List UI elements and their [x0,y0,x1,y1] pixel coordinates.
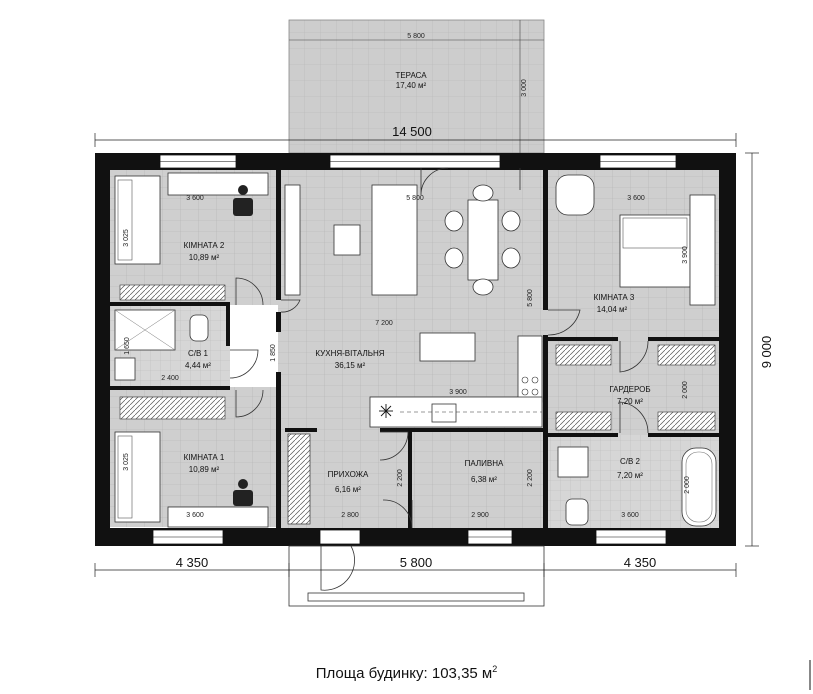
dim-bottom-right: 4 350 [624,555,657,570]
bedroom3-name: КІМНАТА 3 [594,293,635,302]
dim-bed3-w: 3 600 [627,195,645,202]
bedroom2-furniture [114,172,269,301]
boiler-name: ПАЛИВНА [465,459,504,468]
bath1-area: 4,44 м² [185,361,211,370]
kitchen-name: КУХНЯ-ВІТАЛЬНЯ [315,349,384,358]
bedroom1-name: КІМНАТА 1 [184,453,225,462]
bedroom1-furniture [114,396,269,528]
dim-bottom-mid: 5 800 [400,555,433,570]
dim-bath1-d: 1 650 [124,337,131,355]
dim-boiler-d: 2 200 [527,469,534,487]
dim-bath2-w: 3 600 [621,512,639,519]
wardrobe-area: 7,20 м² [617,397,643,406]
dim-kitchen-d: 5 800 [527,289,534,307]
total-area-sup: 2 [492,664,498,674]
dim-ward-d: 2 000 [682,381,689,399]
bedroom2-area: 10,89 м² [189,253,220,262]
interior-walls [110,170,719,528]
bath2-name: С/В 2 [620,457,641,466]
bedroom2-name: КІМНАТА 2 [184,241,225,250]
terrace-name: ТЕРАСА [395,71,427,80]
bedroom3-area: 14,04 м² [597,305,628,314]
doors [229,167,649,591]
bath2-fixtures [557,446,717,527]
dim-bottom-left: 4 350 [176,555,209,570]
bath1-name: С/В 1 [188,349,209,358]
windows [152,154,677,545]
bath2-area: 7,20 м² [617,471,643,480]
dim-bed2-d: 3 025 [123,229,130,247]
dimension-lines [94,133,759,577]
wardrobe-shelves [555,344,716,431]
terrace [288,19,545,154]
kitchen-area: 36,15 м² [335,361,366,370]
dim-corr-d: 1 850 [270,344,277,362]
terrace-area: 17,40 м² [396,81,427,90]
dim-bed1-w: 3 600 [186,512,204,519]
wardrobe-name: ГАРДЕРОБ [609,385,650,394]
total-area-caption: Площа будинку: 103,35 м2 [0,664,813,682]
total-area-label: Площа будинку: 103,35 м [315,665,493,682]
room-labels: ТЕРАСА 17,40 м² КІМНАТА 2 10,89 м² С/В 1… [184,71,651,494]
dim-terrace-w: 5 800 [407,33,425,40]
boiler-area: 6,38 м² [471,475,497,484]
dim-hall-w: 2 800 [341,512,359,519]
dim-total-depth: 9 000 [759,336,774,369]
dim-total-width: 14 500 [392,124,432,139]
dim-kitchen-w-top: 5 800 [406,195,424,202]
hall-name: ПРИХОЖА [328,470,369,479]
bedroom3-furniture [555,174,716,306]
dim-bath2-d: 2 000 [684,476,691,494]
dim-bed3-d: 3 900 [682,246,689,264]
kitchen-furniture [284,184,543,428]
dimension-labels: 14 500 9 000 4 350 5 800 4 350 5 800 3 0… [123,33,774,570]
dim-terrace-d: 3 000 [521,79,528,97]
hall-wardrobe [287,433,311,525]
hall-area: 6,16 м² [335,485,361,494]
fan-icon [379,404,393,418]
bath1-fixtures [114,309,209,381]
dim-kitchen-w-mid: 7 200 [375,320,393,327]
dim-bed2-w: 3 600 [186,195,204,202]
bedroom1-area: 10,89 м² [189,465,220,474]
dim-hall-d: 2 200 [397,469,404,487]
dim-boiler-w: 2 900 [471,512,489,519]
dim-bath1-w: 2 400 [161,375,179,382]
dim-bed1-d: 3 025 [123,453,130,471]
dim-kitchen-3900: 3 900 [449,389,467,396]
